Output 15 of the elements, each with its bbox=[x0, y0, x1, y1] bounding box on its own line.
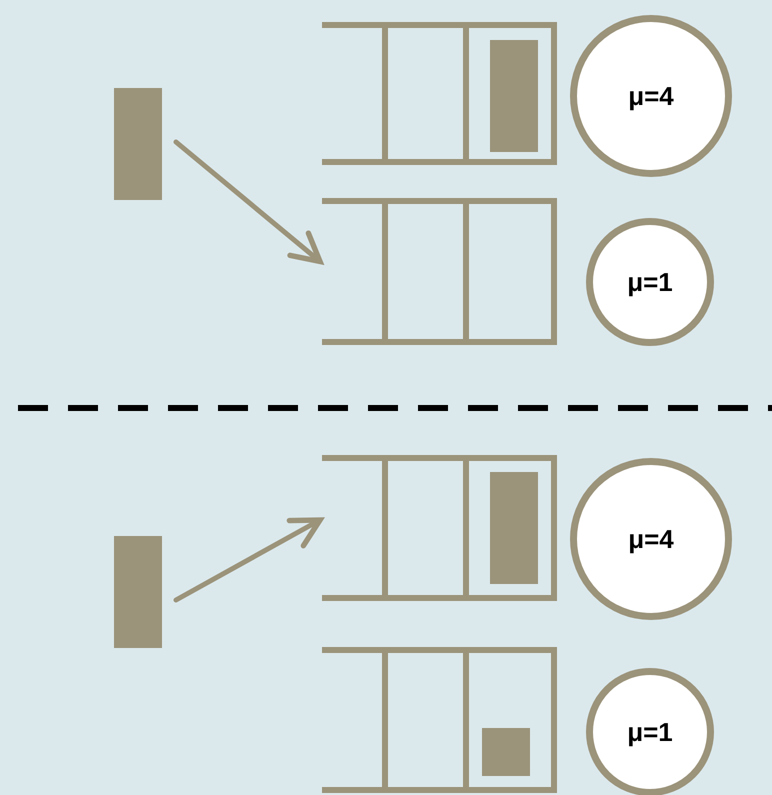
arrow bbox=[174, 517, 323, 602]
queued-job-block bbox=[482, 728, 530, 776]
arrow bbox=[174, 140, 323, 264]
job-block bbox=[114, 88, 162, 200]
queued-job-block bbox=[490, 40, 538, 152]
queued-job-block bbox=[490, 472, 538, 584]
queue-drawing bbox=[322, 198, 557, 345]
service-rate-label: μ=1 bbox=[627, 266, 673, 298]
queue-drawing bbox=[322, 455, 557, 601]
service-rate-label: μ=4 bbox=[628, 80, 674, 112]
service-rate-label: μ=1 bbox=[627, 716, 673, 748]
service-rate-label: μ=4 bbox=[628, 524, 674, 554]
job-block bbox=[114, 536, 162, 648]
queue-drawing bbox=[322, 22, 557, 165]
queue-drawing bbox=[322, 647, 557, 793]
